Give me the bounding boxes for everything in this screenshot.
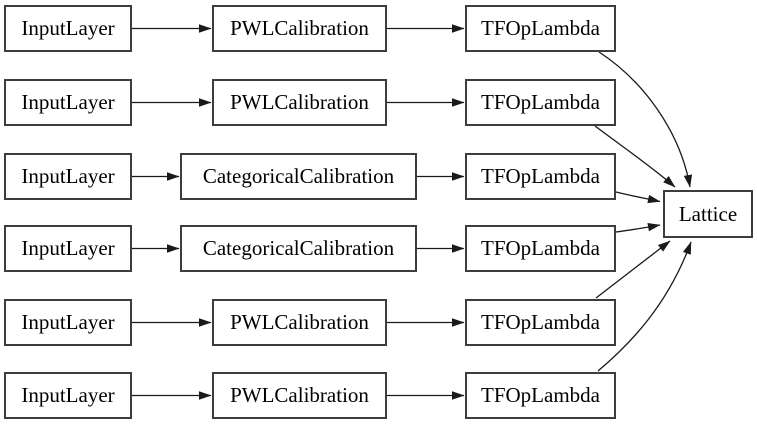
edge-lambda-to-lattice-1 — [598, 51, 693, 188]
node-input-layer-6: InputLayer — [4, 372, 132, 419]
node-pwl-calibration-4: PWLCalibration — [212, 372, 387, 419]
edge-lambda-to-lattice-3 — [615, 191, 661, 204]
node-input-layer-1: InputLayer — [4, 5, 132, 52]
edge-lambda-to-lattice-4 — [615, 222, 661, 233]
node-pwl-calibration-1: PWLCalibration — [212, 5, 387, 52]
node-categorical-calibration-1: CategoricalCalibration — [180, 153, 417, 200]
node-input-layer-3: InputLayer — [4, 153, 132, 200]
node-lattice: Lattice — [663, 190, 753, 238]
node-input-layer-4: InputLayer — [4, 225, 132, 272]
edge-lambda-to-lattice-5 — [595, 240, 671, 299]
node-tfop-lambda-3: TFOpLambda — [465, 153, 616, 200]
node-pwl-calibration-2: PWLCalibration — [212, 79, 387, 126]
node-tfop-lambda-4: TFOpLambda — [465, 225, 616, 272]
edge-lambda-to-lattice-6 — [597, 241, 692, 372]
edge-lambda-to-lattice-2 — [594, 125, 676, 188]
node-tfop-lambda-1: TFOpLambda — [465, 5, 616, 52]
node-tfop-lambda-5: TFOpLambda — [465, 299, 616, 346]
node-input-layer-5: InputLayer — [4, 299, 132, 346]
node-tfop-lambda-2: TFOpLambda — [465, 79, 616, 126]
node-categorical-calibration-2: CategoricalCalibration — [180, 225, 417, 272]
node-pwl-calibration-3: PWLCalibration — [212, 299, 387, 346]
node-input-layer-2: InputLayer — [4, 79, 132, 126]
node-tfop-lambda-6: TFOpLambda — [465, 372, 616, 419]
